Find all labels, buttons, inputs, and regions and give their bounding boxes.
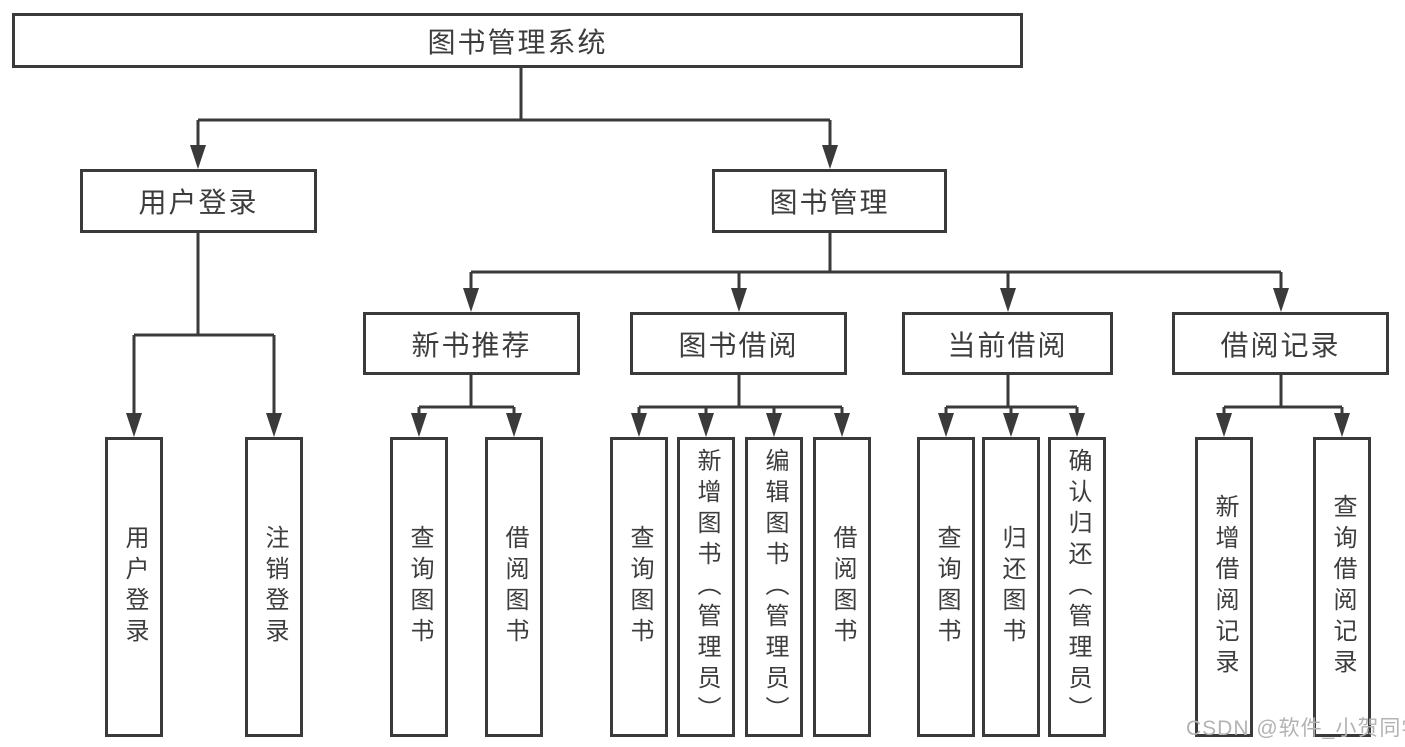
leaf-query-books-current: 查询图书	[917, 437, 975, 737]
leaf-query-books-borrowing: 查询图书	[610, 437, 668, 737]
leaf-query-books-recommend: 查询图书	[390, 437, 448, 737]
node-borrowing-records: 借阅记录	[1172, 312, 1389, 375]
leaf-user-login: 用户登录	[105, 437, 163, 737]
watermark: CSDN @软件_小贺同学	[1186, 717, 1405, 740]
leaf-add-books-admin: 新增图书（管理员）	[677, 437, 735, 737]
arrowhead-icons	[126, 145, 1350, 437]
leaf-confirm-return-admin: 确认归还（管理员）	[1048, 437, 1106, 737]
node-user-login: 用户登录	[80, 169, 317, 233]
leaf-borrow-books-recommend: 借阅图书	[485, 437, 543, 737]
leaf-edit-books-admin: 编辑图书（管理员）	[745, 437, 803, 737]
leaf-borrow-books-borrowing: 借阅图书	[813, 437, 871, 737]
leaf-add-borrow-record: 新增借阅记录	[1195, 437, 1253, 737]
node-current-borrowing: 当前借阅	[902, 312, 1113, 375]
leaf-query-borrow-record: 查询借阅记录	[1313, 437, 1371, 737]
node-book-management: 图书管理	[712, 169, 947, 233]
node-new-book-recommendation: 新书推荐	[363, 312, 580, 375]
leaf-logout: 注销登录	[245, 437, 303, 737]
leaf-return-books: 归还图书	[982, 437, 1040, 737]
node-root: 图书管理系统	[12, 13, 1023, 68]
node-book-borrowing: 图书借阅	[630, 312, 847, 375]
connector-path	[132, 68, 1344, 414]
